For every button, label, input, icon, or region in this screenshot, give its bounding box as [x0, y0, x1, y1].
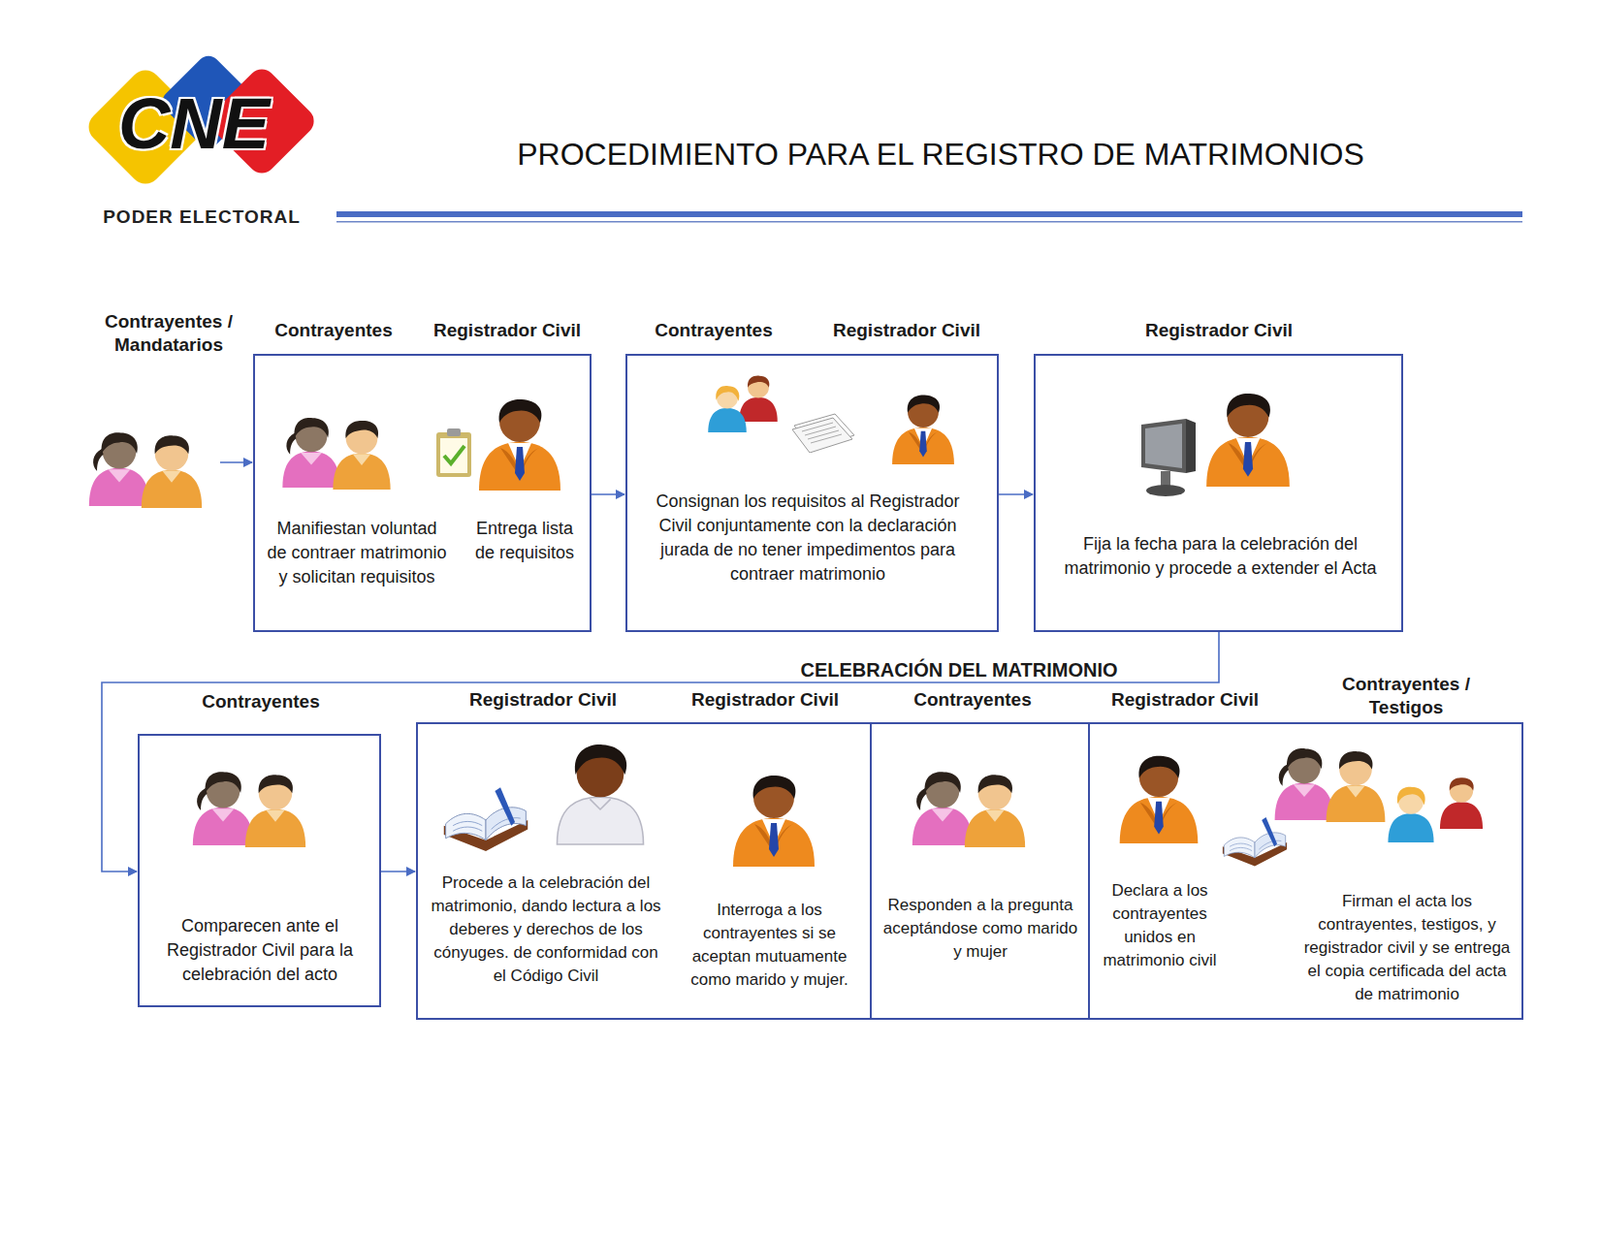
registrar-icon	[479, 399, 561, 491]
registrar-icon	[1206, 393, 1290, 487]
computer-icon	[1141, 418, 1196, 497]
clipboard-icon	[436, 428, 472, 478]
logo-mark	[82, 51, 320, 191]
person-icon	[332, 420, 390, 490]
actor-group: Contrayentes / Mandatarios	[79, 310, 221, 519]
person-icon	[912, 771, 973, 846]
ceremony-box: CELEBRACIÓN DEL MATRIMONIORegistrador Ci…	[416, 722, 1524, 1021]
registrar-icon	[556, 744, 643, 845]
process-box: ContrayentesRegistrador CivilManifiestan…	[253, 353, 592, 633]
flow-arrow	[220, 461, 253, 464]
people-icons	[89, 376, 1483, 867]
person-icon	[964, 774, 1025, 848]
step-text: Interroga a los contrayentes si se acept…	[684, 898, 855, 992]
flow-arrow	[591, 493, 625, 496]
person-icon	[192, 771, 254, 846]
person-icon	[141, 435, 202, 509]
step-text: Procede a la celebración del matrimonio,…	[429, 871, 663, 989]
flow-arrow	[381, 870, 416, 873]
step-text: Firman el acta los contrayentes, testigo…	[1296, 890, 1518, 1007]
person-icon	[1440, 777, 1483, 830]
book-icon	[1222, 817, 1287, 866]
step-heading: Contrayentes	[875, 688, 1070, 712]
step-text: Consignan los requisitos al Registrador …	[638, 489, 978, 587]
registrar-icon	[1120, 756, 1199, 844]
step-heading: Contrayentes / Mandatarios	[86, 310, 252, 357]
step-heading: Contrayentes	[163, 690, 358, 714]
step-text: Comparecen ante el Registrador Civil par…	[153, 914, 367, 988]
person-icon	[1275, 748, 1335, 821]
step-text: Declara a los contrayentes unidos en mat…	[1100, 879, 1219, 973]
registrar-icon	[892, 394, 955, 465]
logo-subtitle: PODER ELECTORAL	[75, 205, 328, 229]
person-icon	[738, 376, 778, 422]
process-box: Registrador CivilFija la fecha para la c…	[1033, 353, 1404, 633]
step-heading: Contrayentes	[236, 319, 431, 343]
step-text: Manifiestan voluntad de contraer matrimo…	[264, 516, 449, 590]
step-text: Entrega lista de requisitos	[466, 516, 583, 566]
step-heading: Registrador Civil	[410, 319, 605, 343]
registrar-icon	[733, 775, 815, 867]
ceremony-step: Registrador CivilContrayentes / Testigos…	[1088, 724, 1522, 1019]
papers-icon	[792, 414, 855, 453]
book-icon	[444, 787, 528, 852]
header-rule	[336, 211, 1523, 224]
person-icon	[282, 417, 340, 488]
step-heading: Registrador Civil	[1121, 319, 1316, 343]
person-icon	[245, 774, 306, 848]
step-heading: Registrador Civil	[809, 319, 1004, 343]
step-text: Fija la fecha para la celebración del ma…	[1062, 532, 1378, 581]
person-icon	[1326, 751, 1386, 823]
step-heading: Registrador Civil	[446, 688, 640, 712]
step-heading: Contrayentes	[616, 319, 811, 343]
ceremony-step: ContrayentesResponden a la pregunta acep…	[869, 724, 1088, 1019]
diagram-title: PROCEDIMIENTO PARA EL REGISTRO DE MATRIM…	[407, 135, 1474, 173]
flow-arrow	[101, 632, 1219, 872]
person-icon	[89, 432, 150, 507]
process-box: ContrayentesRegistrador CivilConsignan l…	[625, 353, 999, 633]
person-icon	[1387, 787, 1434, 843]
ceremony-step: Registrador CivilRegistrador CivilProced…	[417, 724, 870, 1019]
step-heading: Registrador Civil	[1088, 688, 1282, 712]
step-heading: Contrayentes / Testigos	[1323, 672, 1489, 720]
step-heading: Registrador Civil	[668, 688, 863, 712]
flow-arrow	[998, 493, 1033, 496]
process-box: ContrayentesComparecen ante el Registrad…	[137, 734, 382, 1008]
logo-text: CNE	[96, 85, 291, 163]
step-heading: CELEBRACIÓN DEL MATRIMONIO	[755, 659, 1163, 681]
person-icon	[707, 385, 747, 433]
step-text: Responden a la pregunta aceptándose como…	[878, 894, 1083, 964]
